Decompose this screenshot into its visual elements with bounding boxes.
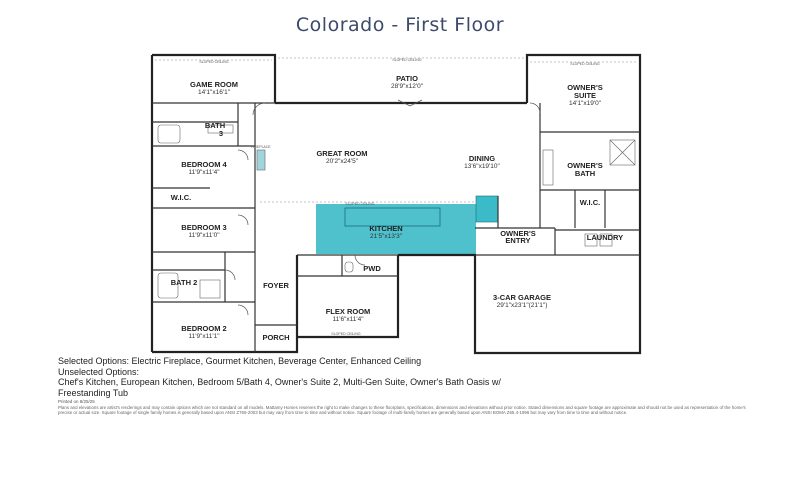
flex-room-name: FLEX ROOM: [326, 307, 371, 316]
outer-wall-garage: [398, 248, 642, 355]
sloped-ceiling-patio: SLOPED CEILING: [392, 58, 421, 62]
sloped-ceiling-game-room: SLOPED CEILING: [199, 60, 228, 64]
game-room-name: GAME ROOM: [190, 80, 238, 89]
fireplace-icon: [256, 149, 266, 171]
door-swing: [529, 102, 541, 114]
options-notes: Selected Options: Electric Fireplace, Go…: [58, 356, 758, 406]
small-annotations: SLOPED CEILING SLOPED CEILING SLOPED CEI…: [199, 58, 599, 336]
unselected-heading: Unselected Options:: [58, 366, 140, 377]
bathtub: [157, 124, 181, 144]
bedroom4-name: BEDROOM 4: [181, 160, 227, 169]
owners-entry-name: OWNER'S: [500, 229, 536, 238]
bath3-name: BATH: [205, 121, 225, 130]
ceiling-lines: [155, 57, 637, 203]
door-swing: [397, 99, 423, 107]
interior-walls: [152, 102, 640, 352]
owners-suite-name: OWNER'S: [567, 83, 603, 92]
vanity: [207, 124, 234, 134]
outer-wall-flex-bottom: [297, 255, 400, 339]
printed-date: Printed on 8/25/25: [58, 399, 95, 404]
wic2-name: W.I.C.: [580, 198, 600, 207]
kitchen-island-outline: [344, 207, 441, 227]
washer: [584, 233, 598, 247]
dining-name: DINING: [469, 154, 495, 163]
outer-wall-right: [525, 53, 642, 248]
pwd-name: PWD: [363, 264, 381, 273]
bedroom2-name: BEDROOM 2: [181, 324, 226, 333]
flex-room-dim: 11'6"x11'4": [332, 316, 364, 323]
disclaimer: Plans and elevations are artist's render…: [58, 405, 746, 416]
walls: [150, 53, 642, 355]
fixtures: [157, 124, 636, 299]
bedroom3-dim: 11'9"x11'0": [188, 232, 220, 239]
shower: [609, 139, 636, 166]
bath2-name: BATH 2: [171, 278, 198, 287]
great-room-name: GREAT ROOM: [316, 149, 367, 158]
outer-wall-top-left: [152, 53, 277, 103]
door-swings: [224, 99, 541, 316]
patio-name: PATIO: [396, 74, 418, 83]
toilet: [344, 261, 354, 273]
bedroom4-dim: 11'9"x11'4": [188, 169, 220, 176]
porch-name: PORCH: [262, 333, 289, 342]
garage-dim: 29'1"x23'1"(21'1"): [497, 302, 548, 309]
bedroom3-name: BEDROOM 3: [181, 223, 226, 232]
room-labels: GAME ROOM 14'1"x16'1" PATIO 28'9"x12'0" …: [171, 74, 623, 342]
sloped-ceiling-flex: SLOPED CEILING: [331, 332, 360, 336]
owners-suite-dim: 14'1"x19'0": [569, 100, 602, 107]
patio-dim: 28'9"x12'0": [391, 83, 424, 90]
unselected-options-1: Chef's Kitchen, European Kitchen, Bedroo…: [58, 377, 501, 387]
kitchen-dim: 21'5"x13'3": [370, 233, 403, 240]
game-room-dim: 14'1"x16'1": [198, 89, 231, 96]
dining-dim: 13'6"x19'10": [464, 163, 500, 170]
fireplace-label: FIREPLACE: [251, 145, 271, 149]
door-swing: [224, 269, 236, 281]
laundry-name: LAUNDRY: [587, 233, 623, 242]
kitchen-highlight: [316, 204, 476, 254]
outer-wall-porch: [255, 255, 299, 354]
bathtub: [157, 272, 179, 299]
sloped-ceiling-kitchen: SLOPED CEILING: [345, 202, 374, 206]
shower-line: [609, 139, 636, 166]
dryer: [599, 233, 613, 247]
bedroom2-dim: 11'9"x11'1": [188, 333, 220, 340]
garage-name: 3-CAR GARAGE: [493, 293, 551, 302]
door-swing: [237, 149, 249, 161]
selected-options: Selected Options: Electric Fireplace, Go…: [58, 356, 422, 366]
sloped-ceiling-suite: SLOPED CEILING: [570, 62, 599, 66]
vanity: [542, 149, 554, 186]
owners-entry-name-2: ENTRY: [505, 236, 530, 245]
beverage-center: [475, 195, 499, 223]
wic1-name: W.I.C.: [171, 193, 191, 202]
great-room-dim: 20'2"x24'5": [326, 158, 359, 165]
bath3-name-2: 3: [219, 129, 223, 138]
owners-bath-name-2: BATH: [575, 169, 595, 178]
unselected-options-2: Freestanding Tub: [58, 387, 129, 398]
page-title: Colorado - First Floor: [295, 14, 505, 36]
vanity: [199, 279, 221, 299]
owners-bath-name: OWNER'S: [567, 161, 603, 170]
door-swing: [252, 102, 266, 116]
foyer-name: FOYER: [263, 281, 289, 290]
door-swing: [237, 304, 249, 316]
door-swing: [354, 254, 366, 266]
owners-suite-name-2: SUITE: [574, 91, 596, 100]
door-swing: [237, 214, 249, 226]
kitchen-name: KITCHEN: [369, 224, 402, 233]
